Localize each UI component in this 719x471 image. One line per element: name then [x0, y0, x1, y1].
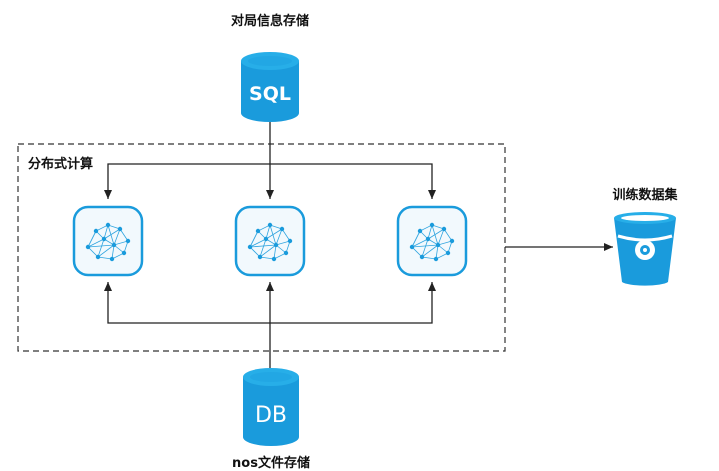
network-node-right-icon	[396, 205, 468, 277]
sql-label: SQL	[249, 83, 291, 105]
match-storage-label: 对局信息存储	[230, 14, 310, 29]
connectors	[104, 122, 613, 368]
db-label: DB	[255, 403, 287, 428]
training-set-label: 训练数据集	[612, 188, 678, 203]
sql-database-icon: SQL	[241, 52, 299, 122]
arrow-top-to-node-left	[104, 163, 270, 199]
nos-database-icon: DB	[243, 368, 299, 446]
network-node-left-icon	[72, 205, 144, 277]
arrow-bottom-to-node-left	[104, 282, 270, 324]
arrow-bottom-to-node-right	[270, 282, 436, 324]
network-node-center-icon	[234, 205, 306, 277]
arrow-top-to-node-right	[270, 163, 436, 199]
nos-storage-label: nos文件存储	[232, 456, 310, 471]
bucket-icon	[614, 212, 676, 286]
distributed-group-label: 分布式计算	[28, 157, 94, 172]
